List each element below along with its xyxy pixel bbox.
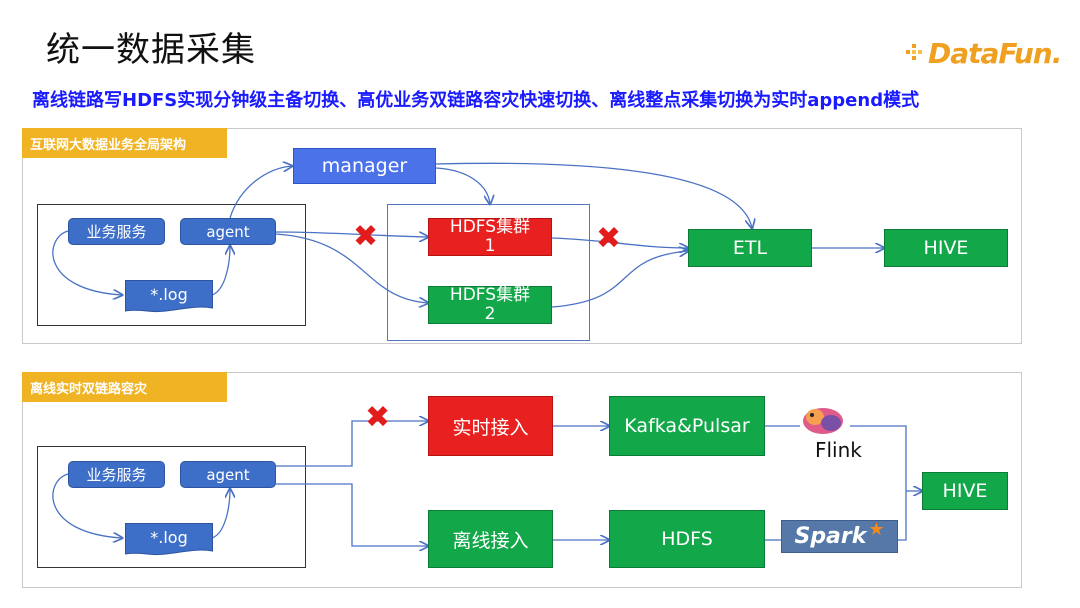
edge-agent-to-offline bbox=[276, 483, 428, 546]
flink-label: Flink bbox=[815, 438, 862, 462]
panel1-hive[interactable]: HIVE bbox=[884, 229, 1008, 267]
panel2-offline-ingest[interactable]: 离线接入 bbox=[428, 510, 553, 568]
panel1-hdfs-cluster-2[interactable]: HDFS集群 2 bbox=[428, 286, 552, 324]
panel2-log-label: *.log bbox=[150, 527, 188, 547]
panel2-hive[interactable]: HIVE bbox=[922, 472, 1008, 510]
panel2-log-file-icon[interactable] bbox=[125, 523, 213, 557]
panel1-manager[interactable]: manager bbox=[293, 148, 436, 184]
failure-cross-icon: ✖ bbox=[365, 400, 391, 435]
panel1-etl[interactable]: ETL bbox=[688, 229, 812, 267]
panel1-business-service[interactable]: 业务服务 bbox=[68, 218, 165, 245]
panel2-hdfs[interactable]: HDFS bbox=[609, 510, 765, 568]
page-title: 统一数据采集 bbox=[46, 30, 256, 70]
failure-cross-icon: ✖ bbox=[353, 219, 379, 254]
panel1-log-label: *.log bbox=[150, 284, 188, 304]
panel2-business-service[interactable]: 业务服务 bbox=[68, 461, 165, 488]
edge-service-to-log-2 bbox=[52, 473, 122, 538]
edge-hdfs2-to-etl bbox=[551, 251, 688, 308]
datafun-logo: DataFun. bbox=[904, 36, 1062, 72]
logo-dots-icon bbox=[906, 44, 922, 60]
edge-manager-to-etl bbox=[435, 162, 752, 228]
panel2-kafka-pulsar[interactable]: Kafka&Pulsar bbox=[609, 396, 765, 456]
panel2-realtime-ingest[interactable]: 实时接入 bbox=[428, 396, 553, 456]
edge-log-to-agent-1 bbox=[211, 246, 230, 296]
page-subtitle: 离线链路写HDFS实现分钟级主备切换、高优业务双链路容灾快速切换、离线整点采集切… bbox=[32, 90, 920, 111]
spark-star-icon: ★ bbox=[868, 519, 885, 540]
edge-manager-to-hdfs bbox=[435, 167, 490, 204]
edge-agent-to-realtime bbox=[276, 421, 428, 467]
edge-service-to-log-1 bbox=[52, 230, 122, 295]
edge-flink-to-hive bbox=[850, 425, 907, 541]
flink-squirrel-icon bbox=[803, 408, 843, 434]
panel1-hdfs-cluster-1[interactable]: HDFS集群 1 bbox=[428, 218, 552, 256]
panel2-tag: 离线实时双链路容灾 bbox=[22, 372, 227, 402]
panel1-log-file-icon[interactable] bbox=[125, 280, 213, 314]
edge-agent-to-hdfs1 bbox=[275, 231, 428, 237]
edge-hdfs1-to-etl bbox=[551, 237, 688, 248]
logo-text: DataFun. bbox=[928, 37, 1062, 70]
spark-label: Spark bbox=[794, 524, 867, 549]
failure-cross-icon: ✖ bbox=[596, 221, 622, 256]
edge-agent-to-hdfs2 bbox=[275, 233, 428, 303]
panel2-agent[interactable]: agent bbox=[180, 461, 276, 488]
panel1-agent[interactable]: agent bbox=[180, 218, 276, 245]
panel1-tag: 互联网大数据业务全局架构 bbox=[22, 128, 227, 158]
edge-agent-to-manager bbox=[229, 166, 292, 219]
spark-logo: Spark ★ bbox=[781, 519, 898, 553]
edge-log-to-agent-2 bbox=[211, 489, 230, 539]
